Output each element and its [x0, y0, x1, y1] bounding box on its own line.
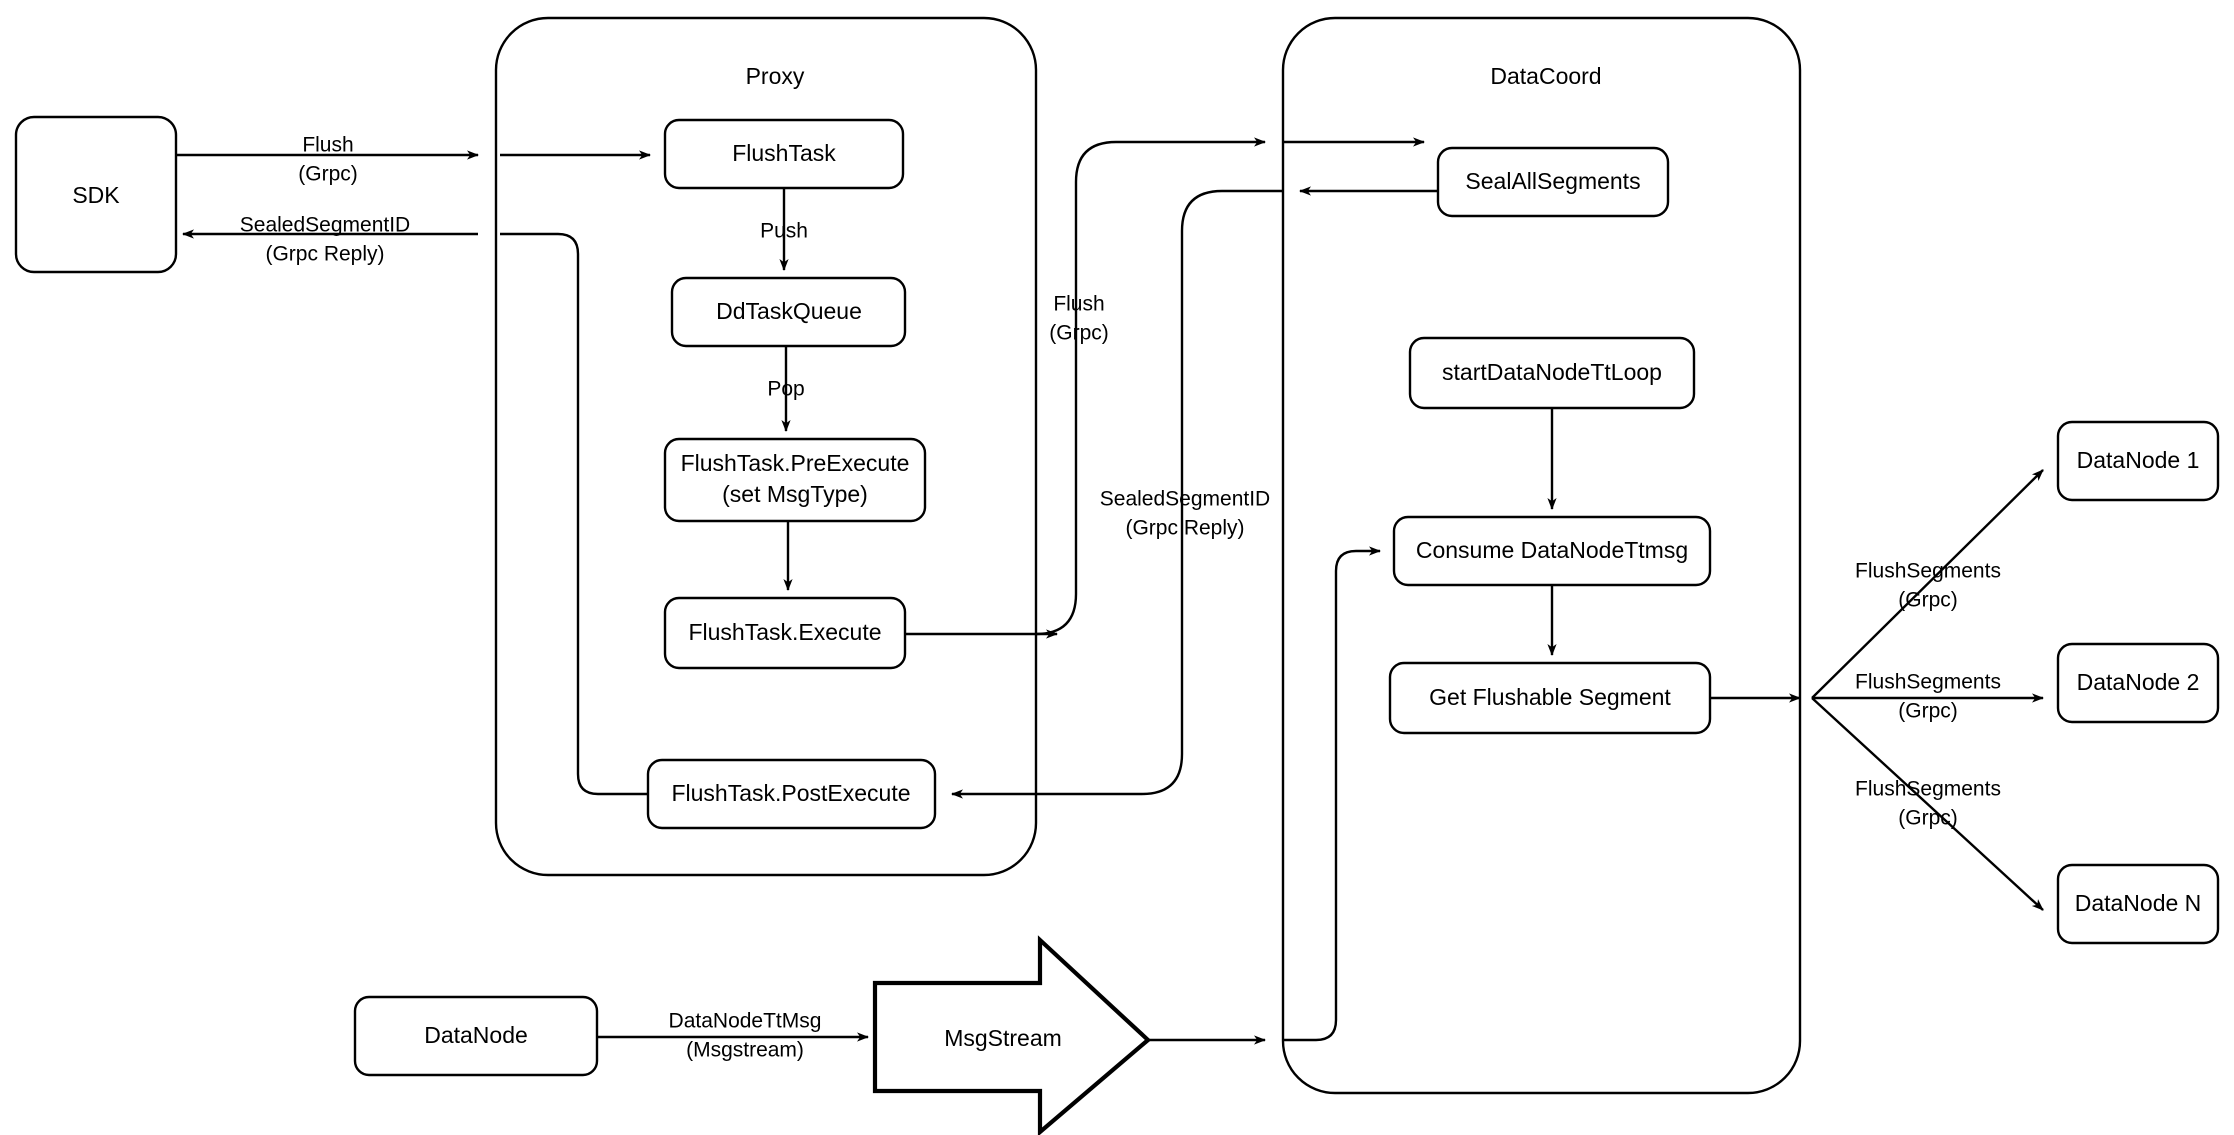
edge-postexecute-to-sdk-reply: [500, 232, 648, 796]
edge-label-sdk-to-proxy-line1: Flush: [302, 134, 353, 157]
node-flushtask-preexecute[interactable]: [663, 437, 927, 523]
datacoord-container-label: DataCoord: [1490, 63, 1601, 89]
edge-label-datanode-ttmsg-line2: (Msgstream): [686, 1039, 804, 1062]
edge-label-flushsegments-2-line2: (Grpc): [1898, 700, 1958, 723]
edge-label-sealed-reply-line1: SealedSegmentID: [1100, 488, 1270, 511]
edge-junction-to-datanode-n: [1811, 697, 2044, 911]
edge-label-flushsegments-2-line1: FlushSegments: [1855, 671, 2001, 694]
node-msgstream-arrow-shape[interactable]: [872, 935, 1152, 1135]
proxy-container-label: Proxy: [746, 63, 805, 89]
edge-label-datanode-ttmsg-line1: DataNodeTtMsg: [669, 1010, 822, 1033]
node-flushtask-postexecute-label: FlushTask.PostExecute: [671, 780, 910, 806]
node-consume-datanodettmsg-label: Consume DataNodeTtmsg: [1416, 537, 1688, 563]
node-sdk[interactable]: [14, 115, 178, 274]
node-startdatanodettloop-label: startDataNodeTtLoop: [1442, 359, 1662, 385]
edge-label-flushsegments-n-line1: FlushSegments: [1855, 778, 2001, 801]
node-sdk-label: SDK: [72, 182, 120, 208]
datacoord-container: [1281, 16, 1802, 1095]
node-get-flushable-segment-label: Get Flushable Segment: [1429, 684, 1671, 710]
edge-label-push: Push: [760, 220, 808, 243]
edge-label-flush-grpc-line2: (Grpc): [1049, 322, 1109, 345]
edge-label-sdk-to-proxy-line2: (Grpc): [298, 163, 358, 186]
node-flushtask-label: FlushTask: [732, 140, 836, 166]
node-datanode-n[interactable]: [2056, 863, 2220, 945]
node-msgstream-label: MsgStream: [944, 1025, 1062, 1051]
node-ddtaskqueue-label: DdTaskQueue: [716, 298, 862, 324]
node-datanode-bottom-label: DataNode: [424, 1022, 528, 1048]
edge-label-sealed-reply-line2: (Grpc Reply): [1125, 517, 1244, 540]
edge-label-flushsegments-n-line2: (Grpc): [1898, 807, 1958, 830]
edge-datacoord-to-postexecute: [951, 189, 1283, 799]
edge-label-proxy-to-sdk-line1: SealedSegmentID: [240, 214, 410, 237]
node-datanode-2-label: DataNode 2: [2077, 669, 2200, 695]
proxy-container: [494, 16, 1038, 877]
node-flushtask-preexecute-label-line2: (set MsgType): [722, 481, 868, 507]
edge-junction-to-datanode-1: [1811, 469, 2044, 699]
edge-label-proxy-to-sdk-line2: (Grpc Reply): [265, 243, 384, 266]
node-sealallsegments[interactable]: [1436, 146, 1670, 218]
node-sealallsegments-label: SealAllSegments: [1465, 168, 1640, 194]
node-datanode-1-label: DataNode 1: [2077, 447, 2200, 473]
node-flushtask-preexecute-label-line1: FlushTask.PreExecute: [681, 450, 910, 476]
edge-label-flush-grpc-line1: Flush: [1053, 293, 1104, 316]
edge-label-flushsegments-1-line1: FlushSegments: [1855, 560, 2001, 583]
edge-proxy-to-datacoord-flush: [1035, 137, 1266, 636]
node-ddtaskqueue[interactable]: [670, 276, 907, 348]
node-datanode-n-label: DataNode N: [2075, 890, 2202, 916]
edge-label-pop: Pop: [767, 378, 804, 401]
edge-datacoord-edge-to-consume: [1283, 546, 1381, 1042]
node-flushtask-execute-label: FlushTask.Execute: [688, 619, 881, 645]
edge-label-flushsegments-1-line2: (Grpc): [1898, 589, 1958, 612]
node-datanode-2[interactable]: [2056, 642, 2220, 724]
node-datanode-1[interactable]: [2056, 420, 2220, 502]
